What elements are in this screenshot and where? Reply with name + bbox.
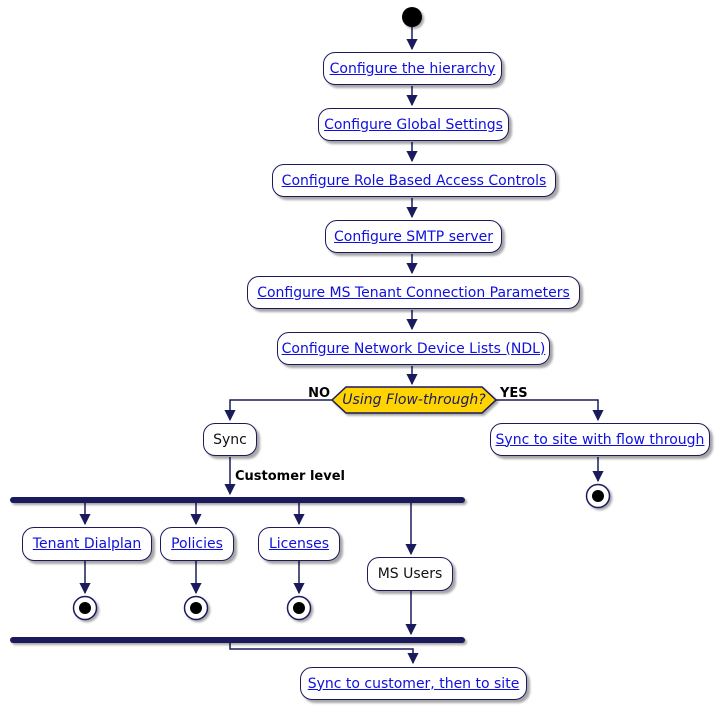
ms-users-label: MS Users	[377, 566, 443, 582]
end-node-policies	[183, 595, 209, 621]
activity-sync-customer-then-site: Sync to customer, then to site	[300, 667, 527, 700]
sync-to-site-flow-through-link[interactable]: Sync to site with flow through	[495, 431, 705, 448]
start-node	[402, 7, 422, 27]
activity-sync-to-site-flow-through: Sync to site with flow through	[490, 423, 710, 456]
configure-smtp-link[interactable]: Configure SMTP server	[333, 228, 494, 245]
end-node-flow-through	[585, 483, 611, 509]
tenant-dialplan-link[interactable]: Tenant Dialplan	[32, 536, 142, 552]
sync-customer-then-site-link[interactable]: Sync to customer, then to site	[307, 675, 520, 692]
activity-tenant-dialplan: Tenant Dialplan	[22, 527, 152, 561]
sync-label: Sync	[213, 431, 247, 448]
activity-configure-hierarchy: Configure the hierarchy	[323, 52, 502, 85]
decision-question: Using Flow-through?	[342, 392, 486, 408]
edge-join-to-final	[229, 643, 419, 665]
licenses-link[interactable]: Licenses	[268, 536, 330, 552]
fork-bar	[10, 497, 465, 503]
activity-policies: Policies	[160, 527, 234, 561]
activity-configure-ms-tenant-params: Configure MS Tenant Connection Parameter…	[247, 276, 580, 309]
configure-ndl-link[interactable]: Configure Network Device Lists (NDL)	[281, 340, 546, 357]
end-node-tenant-dialplan	[72, 595, 98, 621]
policies-link[interactable]: Policies	[171, 536, 223, 552]
branch-label-yes: YES	[500, 386, 528, 401]
activity-configure-global-settings: Configure Global Settings	[318, 108, 509, 141]
configure-rbac-link[interactable]: Configure Role Based Access Controls	[281, 172, 547, 189]
activity-licenses: Licenses	[258, 527, 340, 561]
decision-diamond	[330, 386, 498, 414]
branch-label-no: NO	[308, 386, 330, 401]
activity-sync: Sync	[203, 423, 257, 456]
activity-ms-users: MS Users	[367, 557, 453, 591]
end-node-licenses	[286, 595, 312, 621]
activity-configure-rbac: Configure Role Based Access Controls	[272, 164, 556, 197]
fork-label-customer-level: Customer level	[235, 469, 345, 484]
configure-hierarchy-link[interactable]: Configure the hierarchy	[329, 60, 496, 77]
edge-decision-yes	[496, 399, 604, 422]
configure-global-settings-link[interactable]: Configure Global Settings	[324, 116, 503, 133]
activity-configure-smtp: Configure SMTP server	[325, 220, 502, 253]
activity-configure-ndl: Configure Network Device Lists (NDL)	[277, 332, 550, 365]
edge-decision-no	[224, 399, 332, 422]
configure-ms-tenant-params-link[interactable]: Configure MS Tenant Connection Parameter…	[257, 284, 570, 301]
join-bar	[10, 637, 465, 643]
